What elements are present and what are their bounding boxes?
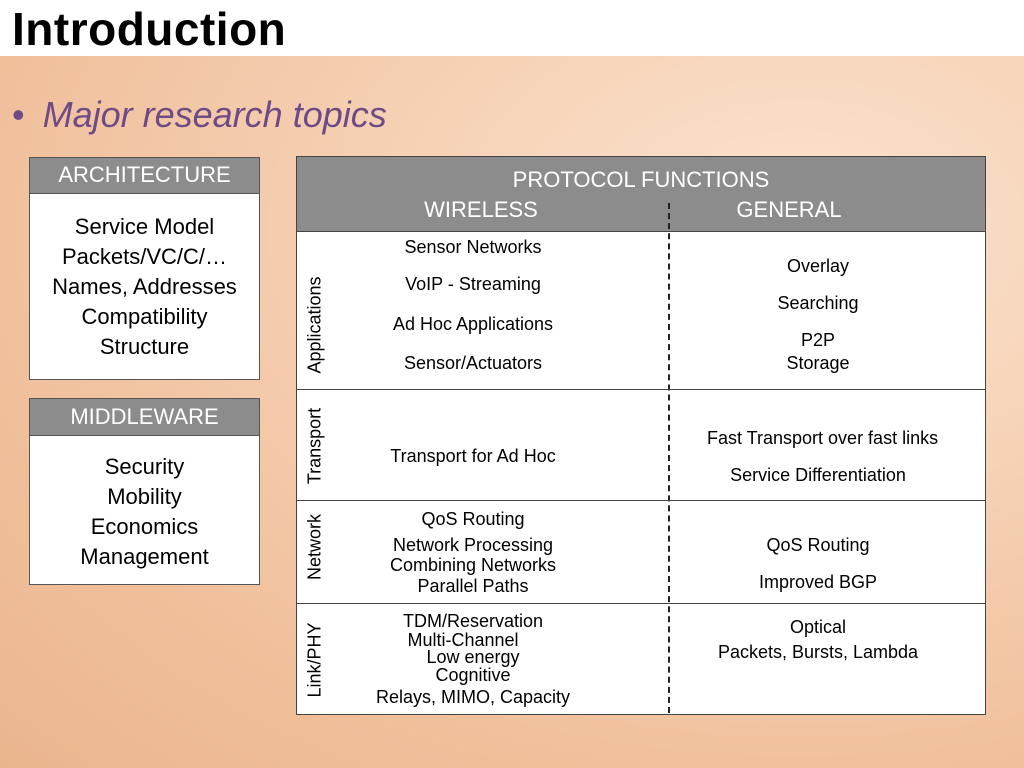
general-applications-item: Storage	[786, 353, 850, 373]
middleware-item: Economics	[90, 514, 199, 539]
wireless-link-item: Relays, MIMO, Capacity	[375, 687, 571, 707]
middleware-item: Mobility	[107, 484, 182, 509]
architecture-item: Service Model	[74, 214, 215, 239]
wireless-applications-item: Sensor Networks	[404, 237, 542, 257]
wireless-network-item: Parallel Paths	[417, 576, 529, 596]
architecture-item: Compatibility	[81, 304, 208, 329]
title-bar	[0, 0, 1024, 56]
bullet-text: Major research topics	[42, 94, 387, 135]
general-transport-item: Fast Transport over fast links	[707, 428, 939, 448]
general-link-item: Packets, Bursts, Lambda	[717, 642, 919, 662]
bullet-dot-icon: •	[12, 94, 25, 135]
architecture-heading: ARCHITECTURE	[30, 158, 259, 194]
row-divider	[297, 389, 985, 390]
architecture-item: Packets/VC/C/…	[61, 244, 228, 269]
wireless-applications-item: Ad Hoc Applications	[392, 314, 554, 334]
general-link-item: Optical	[789, 617, 847, 637]
general-network-item: QoS Routing	[766, 535, 870, 555]
wireless-network-item: QoS Routing	[421, 509, 525, 529]
architecture-item: Names, Addresses	[52, 274, 237, 299]
protocol-header: PROTOCOL FUNCTIONS WIRELESS GENERAL	[297, 157, 985, 232]
column-header-general: GENERAL	[736, 197, 842, 222]
middleware-heading: MIDDLEWARE	[30, 399, 259, 436]
wireless-link-item: Low energy	[426, 647, 520, 667]
wireless-network-item: Network Processing	[392, 535, 554, 555]
wireless-link-item: TDM/Reservation	[402, 611, 544, 631]
middleware-item: Management	[80, 544, 209, 569]
general-network-item: Improved BGP	[758, 572, 878, 592]
general-applications-item: P2P	[800, 330, 836, 350]
general-transport-item: Service Differentiation	[730, 465, 906, 485]
middleware-list: Security Mobility Economics Management	[30, 436, 259, 572]
wireless-link-item: Cognitive	[435, 665, 511, 685]
protocol-heading: PROTOCOL FUNCTIONS	[512, 167, 770, 192]
wireless-link-item: Multi-Channel	[407, 630, 519, 650]
slide-title: Introduction	[12, 3, 287, 55]
row-divider	[297, 500, 985, 501]
row-divider	[297, 603, 985, 604]
protocol-functions-table: PROTOCOL FUNCTIONS WIRELESS GENERAL Appl…	[296, 156, 986, 715]
column-header-wireless: WIRELESS	[424, 197, 538, 222]
wireless-network-item: Combining Networks	[389, 555, 557, 575]
middleware-item: Security	[104, 454, 185, 479]
architecture-box: ARCHITECTURE Service Model Packets/VC/C/…	[29, 157, 260, 380]
architecture-list: Service Model Packets/VC/C/… Names, Addr…	[30, 194, 259, 362]
general-applications-item: Searching	[777, 293, 859, 313]
wireless-applications-item: VoIP - Streaming	[405, 274, 541, 294]
middleware-box: MIDDLEWARE Security Mobility Economics M…	[29, 398, 260, 585]
general-applications-item: Overlay	[786, 256, 849, 276]
wireless-transport-item: Transport for Ad Hoc	[390, 446, 556, 466]
wireless-applications-item: Sensor/Actuators	[403, 353, 543, 373]
architecture-item: Structure	[99, 334, 190, 359]
column-divider	[668, 203, 670, 713]
bullet-point: • Major research topics	[12, 94, 387, 136]
